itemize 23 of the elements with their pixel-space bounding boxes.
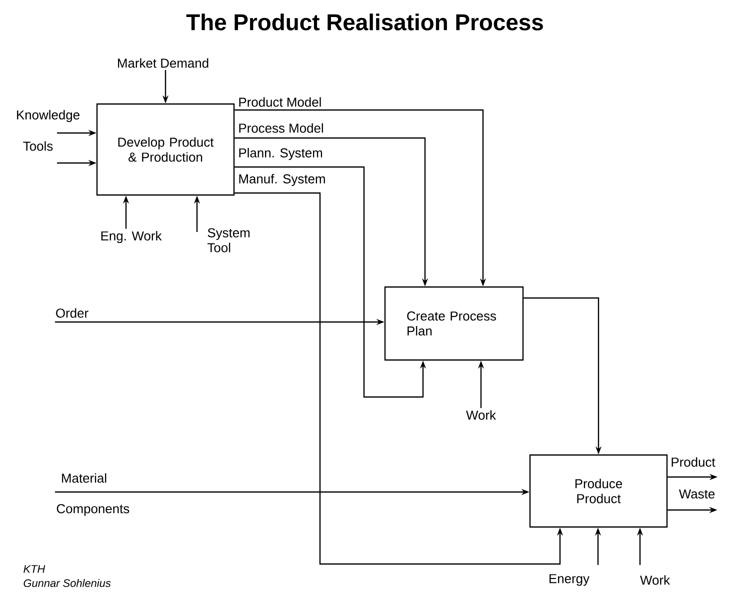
credit-text: KTH	[24, 565, 46, 573]
mechanism-label: Eng. Work	[101, 230, 162, 244]
output-label: Waste	[678, 489, 715, 498]
mechanism-label: Work	[466, 410, 496, 420]
mechanism-label: Work	[640, 575, 670, 585]
input-label: Tools	[23, 141, 53, 151]
mechanism-label: Energy	[550, 574, 590, 586]
credit-text: Gunnar Sohlenius	[24, 578, 111, 588]
mechanism-label: System Tool	[208, 228, 250, 252]
process-box: Develop Product & Production	[96, 103, 235, 196]
input-label: Market Demand	[118, 58, 208, 68]
input-label: Order	[56, 308, 88, 318]
process-box: Produce Product	[529, 454, 668, 528]
edge-label: Manuf. System	[239, 174, 325, 186]
output-label: Product	[672, 457, 716, 467]
text-label: Components	[56, 504, 130, 516]
process-box: Create Process Plan	[384, 286, 524, 361]
edge-label: Product Model	[239, 97, 321, 107]
title: The Product Realisation Process	[186, 14, 543, 30]
edge-label: Plann. System	[239, 148, 322, 160]
input-label: Knowledge	[17, 110, 80, 122]
input-label: Material	[62, 473, 106, 483]
edge-label: Process Model	[239, 123, 323, 133]
